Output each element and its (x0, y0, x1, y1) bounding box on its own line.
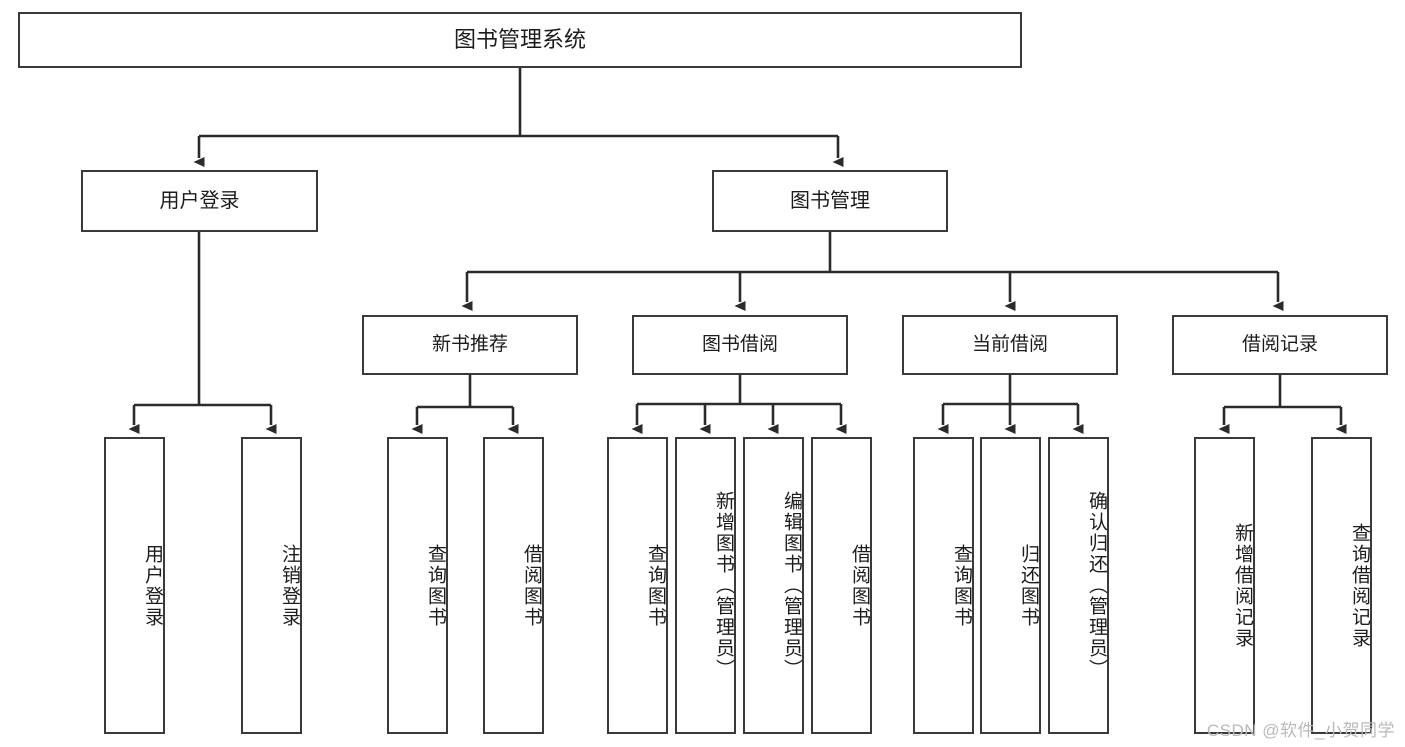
leaf-return-book[interactable]: 归还图书 (980, 437, 1041, 734)
leaf-user-login[interactable]: 用户登录 (104, 437, 165, 734)
leaf-label: 查询图书 (645, 543, 666, 628)
leaf-label: 编辑图书（管理员） (781, 491, 802, 680)
leaf-label: 新增图书（管理员） (713, 491, 734, 680)
node-book-borrow[interactable]: 图书借阅 (632, 315, 848, 375)
node-user-login[interactable]: 用户登录 (81, 170, 318, 232)
leaf-label: 查询图书 (951, 543, 972, 628)
leaf-label: 查询借阅记录 (1349, 522, 1370, 649)
leaf-logout[interactable]: 注销登录 (241, 437, 302, 734)
node-book-management[interactable]: 图书管理 (712, 170, 948, 232)
leaf-confirm-return[interactable]: 确认归还（管理员） (1048, 437, 1109, 734)
leaf-add-record[interactable]: 新增借阅记录 (1194, 437, 1255, 734)
leaf-label: 归还图书 (1018, 543, 1039, 628)
node-root[interactable]: 图书管理系统 (18, 12, 1022, 68)
leaf-borrow-book-2[interactable]: 借阅图书 (811, 437, 872, 734)
leaf-edit-book[interactable]: 编辑图书（管理员） (743, 437, 804, 734)
leaf-query-book-3[interactable]: 查询图书 (913, 437, 974, 734)
leaf-label: 用户登录 (142, 543, 163, 628)
node-new-book-recommend[interactable]: 新书推荐 (362, 315, 578, 375)
leaf-label: 确认归还（管理员） (1086, 491, 1107, 680)
leaf-label: 借阅图书 (521, 543, 542, 628)
leaf-query-record[interactable]: 查询借阅记录 (1311, 437, 1372, 734)
watermark-text: CSDN @软件_小贺同学 (1206, 721, 1395, 740)
leaf-borrow-book-1[interactable]: 借阅图书 (483, 437, 544, 734)
leaf-label: 新增借阅记录 (1232, 522, 1253, 649)
node-borrow-record[interactable]: 借阅记录 (1172, 315, 1388, 375)
leaf-label: 注销登录 (279, 543, 300, 628)
leaf-label: 查询图书 (425, 543, 446, 628)
node-current-borrow[interactable]: 当前借阅 (902, 315, 1118, 375)
leaf-query-book-2[interactable]: 查询图书 (607, 437, 668, 734)
leaf-label: 借阅图书 (849, 543, 870, 628)
leaf-query-book-1[interactable]: 查询图书 (387, 437, 448, 734)
leaf-add-book[interactable]: 新增图书（管理员） (675, 437, 736, 734)
